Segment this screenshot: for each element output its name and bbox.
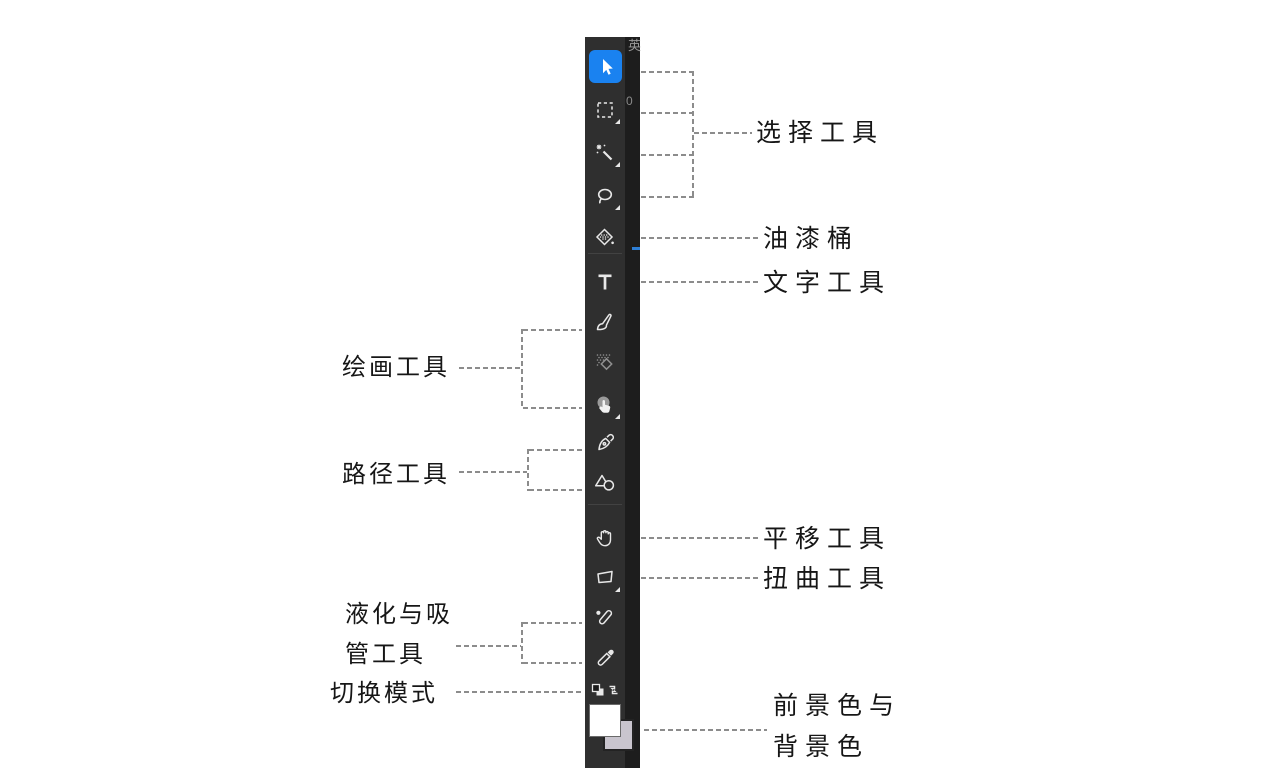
tool-marquee[interactable]	[585, 92, 625, 128]
leader-line	[456, 691, 582, 693]
toolbar-separator	[588, 253, 622, 254]
label-text-tool: 文字工具	[763, 269, 892, 297]
label-distort-tool: 扭曲工具	[763, 565, 892, 593]
lasso-tool-icon	[593, 184, 617, 208]
toggle-colors-icon	[589, 681, 621, 699]
eyedropper-tool-icon	[593, 646, 617, 670]
leader-line	[459, 367, 521, 369]
brush-tool-icon	[593, 310, 617, 334]
tool-eyedropper[interactable]	[585, 640, 625, 676]
leader-bracket	[521, 329, 523, 409]
label-selection-tools: 选择工具	[756, 119, 885, 147]
eraser-tool-icon	[593, 351, 617, 375]
tool-liquify[interactable]	[585, 600, 625, 636]
tool-text[interactable]	[585, 264, 625, 300]
label-liquify-line1: 液化与吸	[345, 601, 453, 628]
pen-tool-icon	[593, 431, 617, 455]
liquify-tool-icon	[593, 606, 617, 630]
label-fg-bg-colors: 前景色与 背景色	[773, 686, 901, 768]
leader-bracket	[521, 622, 523, 664]
label-toggle-mode: 切换模式	[330, 680, 438, 707]
leader-bracket	[692, 71, 694, 198]
leader-line	[523, 622, 582, 624]
foreground-color-swatch[interactable]	[589, 704, 621, 737]
label-fg-bg-line1: 前景色与	[773, 692, 902, 720]
label-liquify-eyedropper: 液化与吸 管工具	[345, 595, 453, 675]
label-path-tools: 路径工具	[342, 461, 450, 488]
text-tool-icon	[593, 270, 617, 294]
tool-eraser[interactable]	[585, 345, 625, 381]
flyout-arrow-icon	[615, 414, 620, 419]
magic-wand-icon	[593, 141, 617, 165]
leader-bracket	[527, 449, 529, 491]
label-fg-bg-line2: 背景色	[773, 733, 870, 761]
flyout-arrow-icon	[615, 205, 620, 210]
label-painting-tools: 绘画工具	[342, 354, 450, 381]
strip-char: 英	[628, 38, 642, 53]
leader-line	[529, 489, 582, 491]
label-pan-tool: 平移工具	[763, 525, 892, 553]
smudge-tool-icon	[593, 393, 617, 417]
marquee-tool-icon	[593, 98, 617, 122]
label-paint-bucket: 油漆桶	[763, 225, 860, 253]
tool-brush[interactable]	[585, 304, 625, 340]
strip-zero: 0	[626, 94, 633, 108]
tool-toggle-colors[interactable]	[585, 672, 625, 708]
tools-panel	[585, 37, 634, 768]
leader-line	[456, 645, 521, 647]
leader-line	[529, 449, 582, 451]
tool-distort[interactable]	[585, 560, 625, 596]
strip-accent-mark	[632, 247, 640, 250]
shape-tool-icon	[593, 471, 617, 495]
flyout-arrow-icon	[615, 162, 620, 167]
paint-bucket-icon	[593, 226, 617, 250]
label-liquify-line2: 管工具	[345, 641, 426, 668]
move-tool-icon	[594, 55, 618, 79]
tool-paint-bucket[interactable]	[585, 220, 625, 256]
leader-line	[644, 729, 767, 731]
tool-pen[interactable]	[585, 425, 625, 461]
hand-tool-icon	[593, 526, 617, 550]
tool-lasso[interactable]	[585, 178, 625, 214]
leader-line	[641, 237, 759, 239]
distort-tool-icon	[593, 566, 617, 590]
tool-hand[interactable]	[585, 520, 625, 556]
toolbar-separator	[588, 504, 622, 505]
leader-line	[641, 577, 759, 579]
leader-line	[523, 662, 582, 664]
leader-line	[641, 281, 759, 283]
leader-line	[523, 407, 582, 409]
leader-line	[641, 537, 759, 539]
leader-line	[641, 112, 694, 114]
flyout-arrow-icon	[615, 119, 620, 124]
flyout-arrow-icon	[615, 587, 620, 592]
leader-line	[459, 471, 527, 473]
tool-magic-wand[interactable]	[585, 135, 625, 171]
leader-line	[641, 196, 694, 198]
tool-shape[interactable]	[585, 465, 625, 501]
app-background-strip: 英 0	[625, 37, 642, 768]
leader-line	[641, 71, 694, 73]
tool-move[interactable]	[589, 50, 622, 83]
leader-line	[641, 154, 694, 156]
tool-smudge[interactable]	[585, 387, 625, 423]
leader-line	[694, 132, 752, 134]
leader-line	[523, 329, 582, 331]
